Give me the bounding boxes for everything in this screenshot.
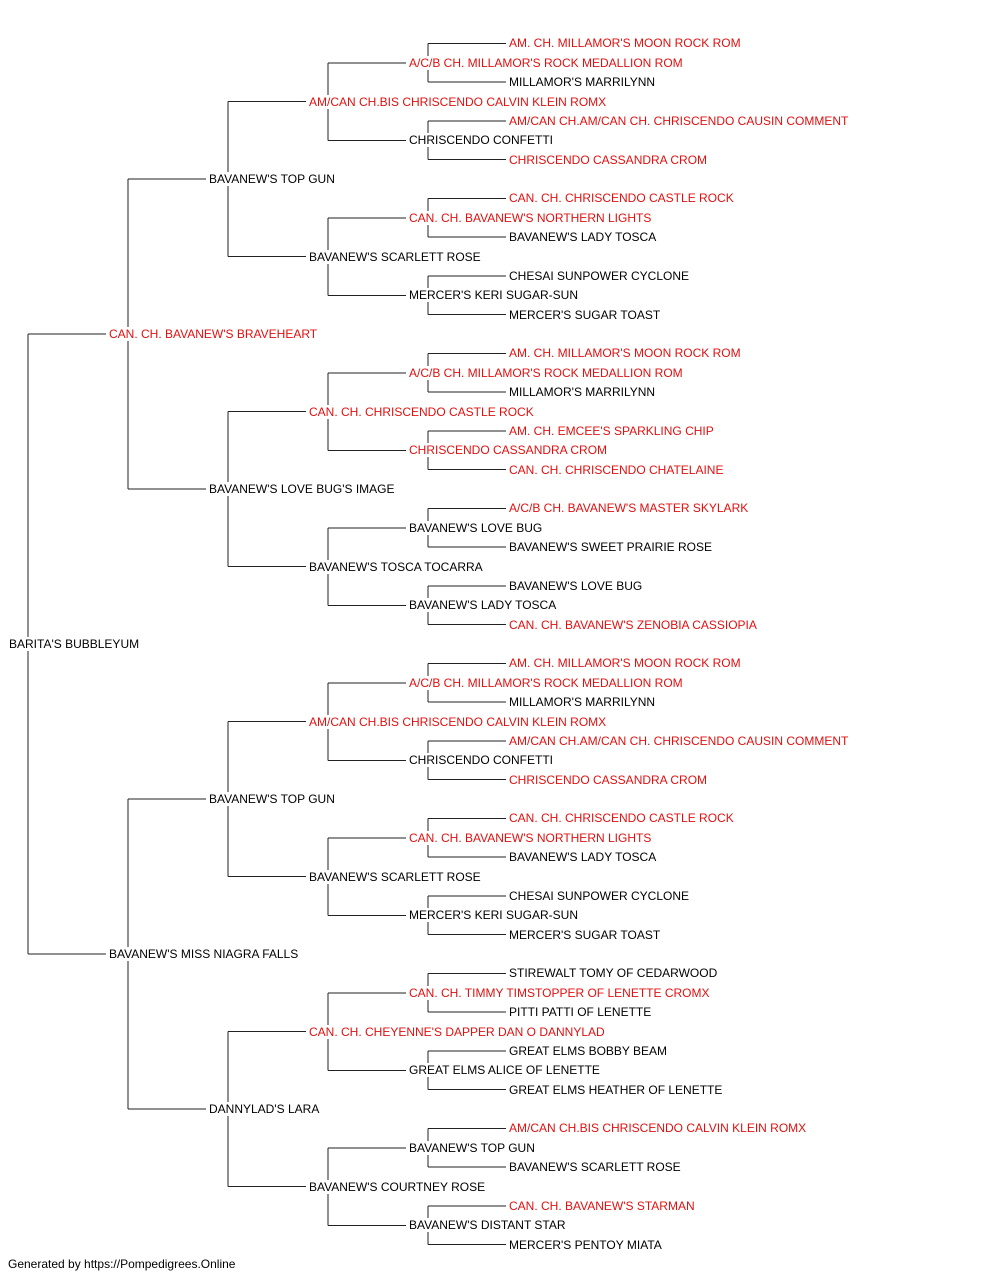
ancestor-dam-dam-sire-dam: GREAT ELMS ALICE OF LENETTE	[408, 1063, 601, 1078]
ancestor-dam-dam-sire-sire-dam: PITTI PATTI OF LENETTE	[508, 1005, 653, 1020]
ancestor-sire-sire-dam-dam: MERCER'S KERI SUGAR-SUN	[408, 288, 579, 303]
ancestor-dam-sire-sire: AM/CAN CH.BIS CHRISCENDO CALVIN KLEIN RO…	[308, 714, 608, 729]
ancestor-sire-dam: BAVANEW'S LOVE BUG'S IMAGE	[208, 482, 396, 496]
generated-by-footer: Generated by https://Pompedigrees.Online	[8, 1257, 236, 1271]
ancestor-dam-sire: BAVANEW'S TOP GUN	[208, 792, 336, 806]
ancestor-sire-sire-sire-dam-dam: CHRISCENDO CASSANDRA CROM	[508, 152, 709, 167]
ancestor-dam-sire-sire-dam-sire: AM/CAN CH.AM/CAN CH. CHRISCENDO CAUSIN C…	[508, 733, 850, 748]
ancestor-dam-dam-sire-sire-sire: STIREWALT TOMY OF CEDARWOOD	[508, 966, 719, 981]
ancestor-sire-sire-sire-sire-dam: MILLAMOR'S MARRILYNN	[508, 75, 657, 90]
ancestor-dam-sire-dam: BAVANEW'S SCARLETT ROSE	[308, 869, 482, 884]
ancestor-sire-dam-dam-sire: BAVANEW'S LOVE BUG	[408, 520, 544, 535]
ancestor-dam-sire-dam-sire: CAN. CH. BAVANEW'S NORTHERN LIGHTS	[408, 830, 653, 845]
ancestor-dam-dam-dam-sire-sire: AM/CAN CH.BIS CHRISCENDO CALVIN KLEIN RO…	[508, 1121, 808, 1136]
ancestor-sire-sire-sire-dam: CHRISCENDO CONFETTI	[408, 133, 554, 148]
ancestor-dam-dam: DANNYLAD'S LARA	[208, 1102, 321, 1116]
ancestor-dam-dam-sire-sire: CAN. CH. TIMMY TIMSTOPPER OF LENETTE CRO…	[408, 985, 711, 1000]
ancestor-dam-sire-dam-sire-sire: CAN. CH. CHRISCENDO CASTLE ROCK	[508, 811, 735, 826]
ancestor-dam-sire-sire-dam: CHRISCENDO CONFETTI	[408, 753, 554, 768]
ancestor-sire-dam-dam-sire-sire: A/C/B CH. BAVANEW'S MASTER SKYLARK	[508, 501, 750, 516]
ancestor-sire-dam-sire-dam: CHRISCENDO CASSANDRA CROM	[408, 443, 609, 458]
ancestor-dam-sire-sire-sire-dam: MILLAMOR'S MARRILYNN	[508, 695, 657, 710]
ancestor-sire-sire-sire-sire: A/C/B CH. MILLAMOR'S ROCK MEDALLION ROM	[408, 55, 684, 70]
ancestor-sire-dam-sire-sire-sire: AM. CH. MILLAMOR'S MOON ROCK ROM	[508, 346, 742, 361]
ancestor-sire-dam-sire-sire-dam: MILLAMOR'S MARRILYNN	[508, 385, 657, 400]
ancestor-dam-sire-dam-dam-dam: MERCER'S SUGAR TOAST	[508, 927, 662, 942]
ancestor-dam-sire-dam-sire-dam: BAVANEW'S LADY TOSCA	[508, 850, 658, 865]
ancestor-sire-dam-sire-dam-dam: CAN. CH. CHRISCENDO CHATELAINE	[508, 462, 725, 477]
ancestor-dam-dam-dam-sire-dam: BAVANEW'S SCARLETT ROSE	[508, 1160, 682, 1175]
ancestor-sire-dam-dam-dam: BAVANEW'S LADY TOSCA	[408, 598, 558, 613]
subject-dog-name: BARITA'S BUBBLEYUM	[8, 637, 141, 651]
ancestor-sire-sire-dam-dam-dam: MERCER'S SUGAR TOAST	[508, 307, 662, 322]
ancestor-dam-dam-dam-dam-sire: CAN. CH. BAVANEW'S STARMAN	[508, 1198, 696, 1213]
ancestor-dam-dam-dam-dam-dam: MERCER'S PENTOY MIATA	[508, 1237, 663, 1252]
ancestor-sire-dam-dam-dam-sire: BAVANEW'S LOVE BUG	[508, 578, 644, 593]
ancestor-dam-dam-sire-dam-dam: GREAT ELMS HEATHER OF LENETTE	[508, 1082, 724, 1097]
ancestor-sire-dam-sire: CAN. CH. CHRISCENDO CASTLE ROCK	[308, 404, 535, 419]
ancestor-sire-sire-dam-dam-sire: CHESAI SUNPOWER CYCLONE	[508, 268, 691, 283]
ancestor-dam-dam-dam-dam: BAVANEW'S DISTANT STAR	[408, 1218, 567, 1233]
ancestor-dam-sire-dam-dam-sire: CHESAI SUNPOWER CYCLONE	[508, 888, 691, 903]
ancestor-dam-sire-sire-dam-dam: CHRISCENDO CASSANDRA CROM	[508, 772, 709, 787]
ancestor-dam-dam-dam: BAVANEW'S COURTNEY ROSE	[308, 1179, 487, 1194]
ancestor-sire-sire-sire-dam-sire: AM/CAN CH.AM/CAN CH. CHRISCENDO CAUSIN C…	[508, 113, 850, 128]
ancestor-sire-sire-sire: AM/CAN CH.BIS CHRISCENDO CALVIN KLEIN RO…	[308, 94, 608, 109]
ancestor-sire-sire: BAVANEW'S TOP GUN	[208, 172, 336, 186]
ancestor-sire-sire-dam-sire-dam: BAVANEW'S LADY TOSCA	[508, 230, 658, 245]
ancestor-sire-dam-dam: BAVANEW'S TOSCA TOCARRA	[308, 559, 484, 574]
ancestor-dam-dam-dam-sire: BAVANEW'S TOP GUN	[408, 1140, 536, 1155]
ancestor-dam-dam-sire-dam-sire: GREAT ELMS BOBBY BEAM	[508, 1043, 669, 1058]
ancestor-sire-dam-sire-sire: A/C/B CH. MILLAMOR'S ROCK MEDALLION ROM	[408, 365, 684, 380]
ancestor-sire-dam-dam-sire-dam: BAVANEW'S SWEET PRAIRIE ROSE	[508, 540, 713, 555]
ancestor-sire-sire-sire-sire-sire: AM. CH. MILLAMOR'S MOON ROCK ROM	[508, 36, 742, 51]
ancestor-dam: BAVANEW'S MISS NIAGRA FALLS	[108, 947, 300, 961]
ancestor-sire: CAN. CH. BAVANEW'S BRAVEHEART	[108, 327, 319, 341]
ancestor-dam-sire-sire-sire-sire: AM. CH. MILLAMOR'S MOON ROCK ROM	[508, 656, 742, 671]
ancestor-sire-sire-dam-sire: CAN. CH. BAVANEW'S NORTHERN LIGHTS	[408, 210, 653, 225]
ancestor-dam-sire-dam-dam: MERCER'S KERI SUGAR-SUN	[408, 908, 579, 923]
ancestor-dam-dam-sire: CAN. CH. CHEYENNE'S DAPPER DAN O DANNYLA…	[308, 1024, 606, 1039]
ancestor-sire-sire-dam: BAVANEW'S SCARLETT ROSE	[308, 249, 482, 264]
ancestor-sire-dam-sire-dam-sire: AM. CH. EMCEE'S SPARKLING CHIP	[508, 423, 715, 438]
ancestor-sire-sire-dam-sire-sire: CAN. CH. CHRISCENDO CASTLE ROCK	[508, 191, 735, 206]
ancestor-sire-dam-dam-dam-dam: CAN. CH. BAVANEW'S ZENOBIA CASSIOPIA	[508, 617, 758, 632]
ancestor-dam-sire-sire-sire: A/C/B CH. MILLAMOR'S ROCK MEDALLION ROM	[408, 675, 684, 690]
